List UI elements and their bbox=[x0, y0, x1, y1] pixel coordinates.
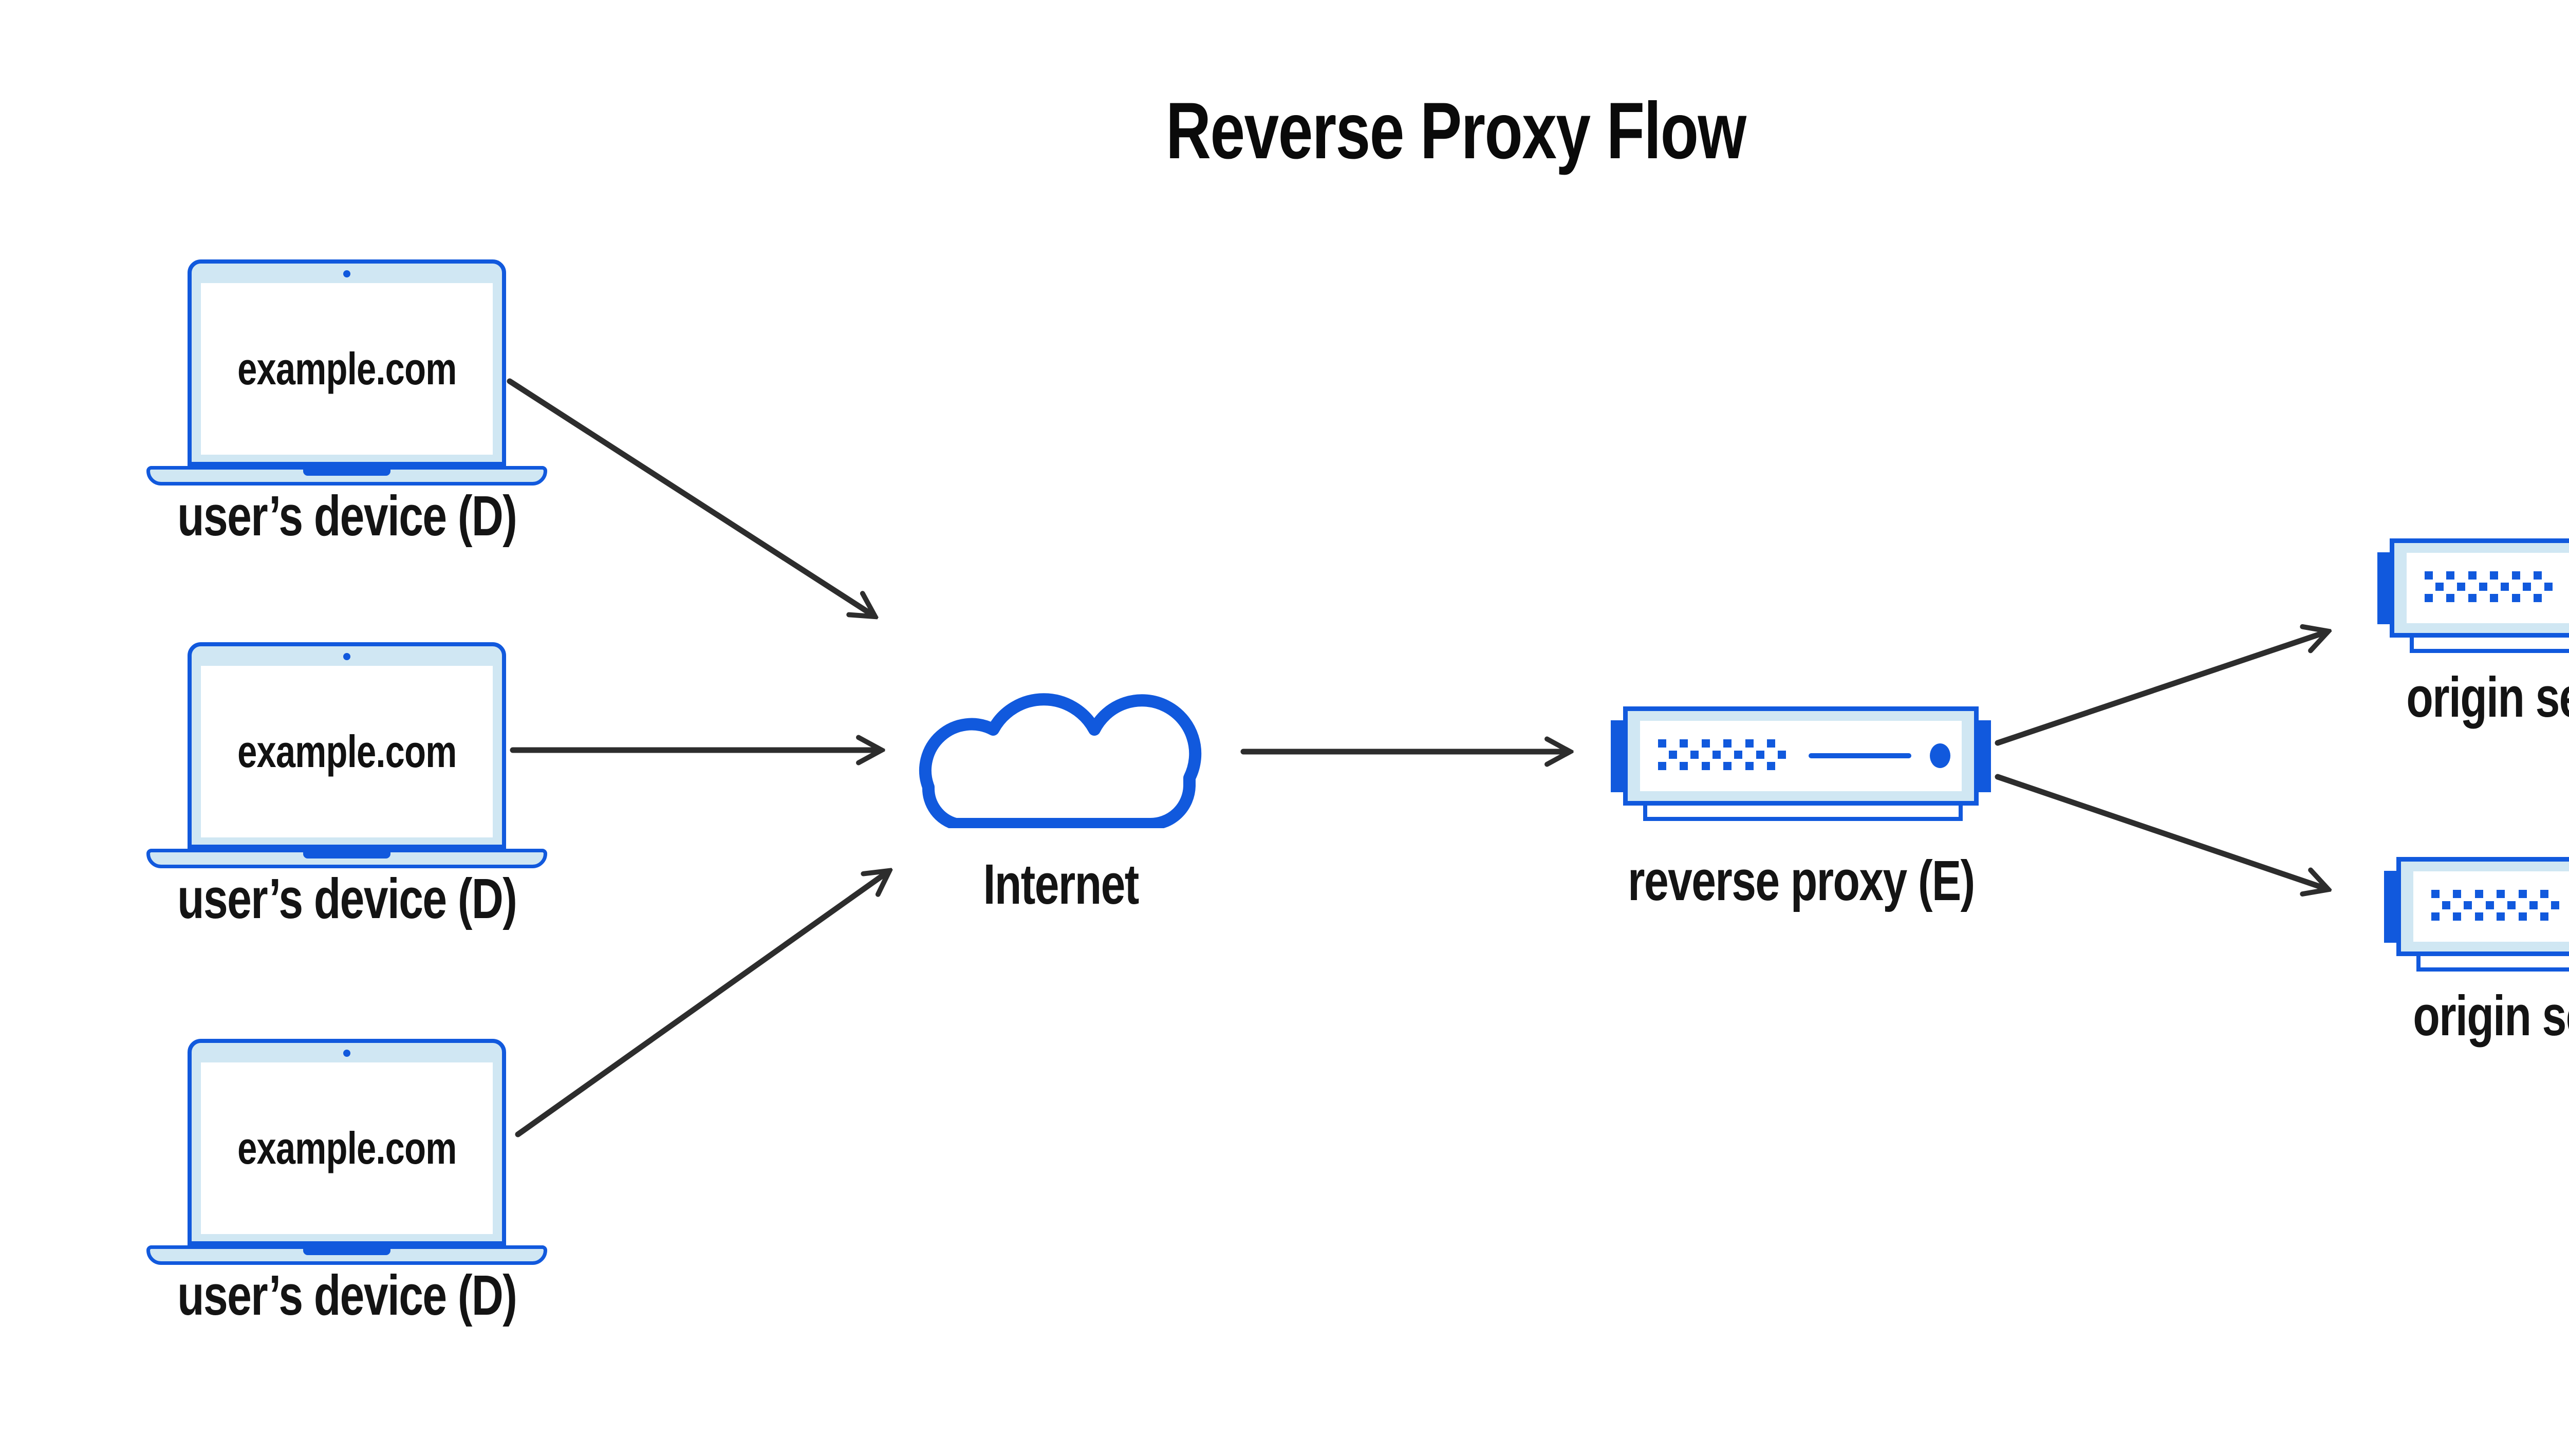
device-url-text: example.com bbox=[237, 726, 457, 777]
device-label: user’s device (D) bbox=[105, 1265, 588, 1327]
laptop-notch-icon bbox=[303, 469, 390, 476]
device-label-text: user’s device (D) bbox=[177, 484, 517, 548]
laptop-base-icon bbox=[146, 466, 547, 486]
laptop-display: example.com bbox=[201, 283, 493, 455]
server-chassis-icon bbox=[1623, 706, 1979, 806]
laptop-screen-icon: example.com bbox=[188, 642, 506, 849]
server-faceplate-icon bbox=[2413, 871, 2569, 942]
webcam-dot-icon bbox=[343, 653, 350, 660]
user-device-3: example.com user’s device (D) bbox=[146, 1039, 547, 1357]
internet-node: Internet bbox=[917, 648, 1205, 936]
webcam-dot-icon bbox=[343, 1050, 350, 1057]
origin-server-label: origin server (F) bbox=[2343, 985, 2569, 1047]
device-url-text: example.com bbox=[237, 1123, 457, 1173]
laptop-screen-icon: example.com bbox=[188, 259, 506, 466]
origin-server-1: origin server (F) bbox=[2377, 538, 2569, 826]
laptop-notch-icon bbox=[303, 852, 390, 858]
laptop-screen-icon: example.com bbox=[188, 1039, 506, 1245]
device-label: user’s device (D) bbox=[105, 486, 588, 547]
device-label: user’s device (D) bbox=[105, 868, 588, 930]
origin-server-label-text: origin server (F) bbox=[2413, 984, 2569, 1048]
reverse-proxy-node: reverse proxy (E) bbox=[1611, 706, 1991, 994]
server-right-tab-icon bbox=[1978, 720, 1991, 792]
device-url-text: example.com bbox=[237, 343, 457, 394]
server-faceplate-icon bbox=[2407, 553, 2569, 623]
origin-server-2: origin server (F) bbox=[2384, 857, 2569, 1145]
user-device-2: example.com user’s device (D) bbox=[146, 642, 547, 961]
laptop-notch-icon bbox=[303, 1248, 390, 1255]
server-vents-icon bbox=[2431, 890, 2569, 921]
reverse-proxy-label-text: reverse proxy (E) bbox=[1627, 849, 1975, 912]
server-chassis-icon bbox=[2396, 857, 2569, 956]
page-title: Reverse Proxy Flow bbox=[0, 87, 2569, 175]
device-label-text: user’s device (D) bbox=[177, 1264, 517, 1327]
server-left-tab-icon bbox=[2377, 552, 2391, 624]
server-chassis-icon bbox=[2390, 538, 2569, 638]
laptop-display: example.com bbox=[201, 666, 493, 837]
reverse-proxy-label: reverse proxy (E) bbox=[1570, 850, 2032, 912]
server-vents-icon bbox=[1658, 739, 1950, 770]
origin-server-label-text: origin server (F) bbox=[2406, 666, 2569, 729]
page-title-text: Reverse Proxy Flow bbox=[1166, 86, 1746, 176]
internet-label: Internet bbox=[876, 854, 1246, 916]
server-left-tab-icon bbox=[1611, 720, 1624, 792]
arrow-proxy-to-origin2 bbox=[1995, 774, 2326, 889]
cloud-icon bbox=[919, 693, 1202, 831]
internet-label-text: Internet bbox=[983, 853, 1140, 916]
server-left-tab-icon bbox=[2384, 871, 2397, 943]
origin-server-label: origin server (F) bbox=[2336, 667, 2569, 729]
laptop-base-icon bbox=[146, 849, 547, 868]
arrow-device1-to-internet bbox=[507, 378, 873, 615]
server-vents-icon bbox=[2425, 571, 2569, 602]
laptop-base-icon bbox=[146, 1245, 547, 1265]
laptop-display: example.com bbox=[201, 1062, 493, 1234]
webcam-dot-icon bbox=[343, 270, 350, 277]
arrow-proxy-to-origin1 bbox=[1995, 632, 2326, 746]
arrow-device3-to-internet bbox=[515, 872, 888, 1137]
user-device-1: example.com user’s device (D) bbox=[146, 259, 547, 578]
server-faceplate-icon bbox=[1640, 721, 1962, 791]
device-label-text: user’s device (D) bbox=[177, 867, 517, 930]
